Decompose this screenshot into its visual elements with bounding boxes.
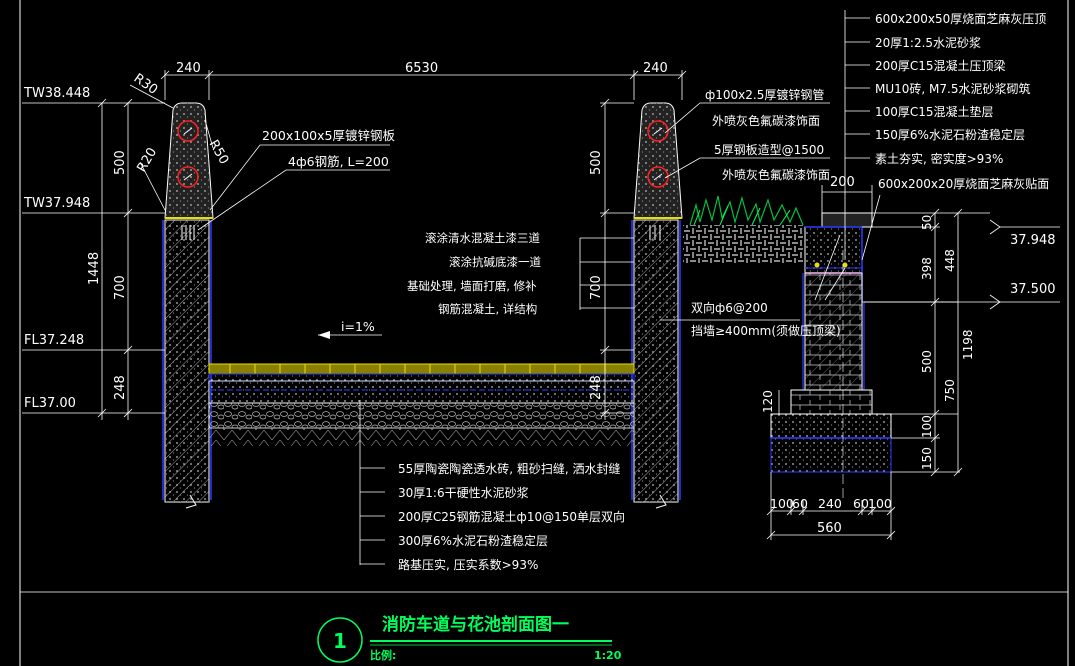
- planter-section: [683, 195, 1000, 500]
- rvdim-398: 398: [920, 257, 934, 280]
- vdim-left-500: 500: [113, 150, 128, 175]
- left-wall: [162, 102, 214, 509]
- title-scale: 1:20: [594, 649, 622, 662]
- right-elev-2: 37.500: [1010, 282, 1056, 297]
- note-plate: 200x100x5厚镀锌钢板: [262, 128, 395, 143]
- title-scale-label: 比例:: [370, 648, 396, 662]
- note-pipe: ф100x2.5厚镀锌钢管: [705, 87, 824, 102]
- road-layer-1: 30厚1:6干硬性水泥砂浆: [398, 485, 529, 500]
- vdim-left-248: 248: [113, 375, 128, 400]
- pipe-right-bottom: [647, 166, 669, 188]
- title-name: 消防车道与花池剖面图一: [382, 614, 569, 635]
- note-pipe-paint: 外喷灰色氟碳漆饰面: [712, 114, 820, 128]
- planter-layer-2: 200厚C15混凝土压顶梁: [875, 58, 1006, 73]
- dim-top-right: 240: [643, 61, 668, 76]
- elev-fl1: FL37.248: [24, 333, 84, 348]
- road-layer-0: 55厚陶瓷陶瓷透水砖, 粗砂扫缝, 洒水封缝: [398, 461, 621, 476]
- radius-r20: R20: [134, 145, 160, 175]
- elev-tw1: TW38.448: [23, 86, 90, 101]
- bdim-total: 560: [817, 521, 842, 536]
- rvdim-120: 120: [761, 390, 775, 413]
- road-layer-4: 路基压实, 压实系数>93%: [398, 557, 538, 572]
- planter-cap: 600x200x20厚烧面芝麻灰贴面: [878, 176, 1049, 191]
- note-steel-paint: 外喷灰色氟碳漆饰面: [722, 168, 830, 182]
- vdim-mid-248: 248: [589, 375, 604, 400]
- planter-layer-3: MU10砖, M7.5水泥砂浆砌筑: [875, 81, 1030, 96]
- leader-lines: [197, 10, 881, 565]
- pipe-left-bottom: [177, 166, 199, 188]
- planter-layer-5: 150厚6%水泥石粉渣稳定层: [875, 127, 1025, 142]
- slope-label: i=1%: [341, 319, 375, 334]
- vdim-left-1448: 1448: [87, 252, 102, 285]
- road-layer-3: 300厚6%水泥石粉渣稳定层: [398, 533, 548, 548]
- planter-layer-1: 20厚1:2.5水泥砂浆: [875, 35, 981, 50]
- dim-top-middle: 6530: [405, 61, 438, 76]
- road-section: [208, 363, 635, 446]
- rvdim-100: 100: [920, 415, 934, 438]
- wall-note-3: 钢筋混凝土, 详结构: [438, 302, 537, 316]
- pipe-right-top: [647, 120, 669, 142]
- note-rebar: 4ф6钢筋, L=200: [288, 154, 389, 169]
- title-block: 1 消防车道与花池剖面图一 比例: 1:20: [317, 614, 622, 663]
- vdim-mid-700: 700: [589, 275, 604, 300]
- rvdim-1198: 1198: [961, 329, 975, 360]
- rvdim-150: 150: [920, 447, 934, 470]
- right-wall: [631, 102, 683, 509]
- bdim-b: 60: [792, 496, 808, 511]
- bdim-c: 240: [818, 496, 842, 511]
- rvdim-448: 448: [943, 249, 957, 272]
- rvdim-750: 750: [943, 379, 957, 402]
- title-number-circle: [317, 617, 363, 663]
- bdim-e: 100: [868, 496, 892, 511]
- road-layer-2: 200厚C25钢筋混凝土ф10@150单层双向: [398, 509, 625, 524]
- vdim-left-700: 700: [113, 275, 128, 300]
- bdim-d: 60: [853, 496, 869, 511]
- drawing-frame: [19, 0, 1069, 666]
- pipe-left-top: [177, 120, 199, 142]
- elev-fl2: FL37.00: [24, 396, 76, 411]
- vdim-mid-500: 500: [589, 150, 604, 175]
- rvdim-50: 50: [920, 215, 934, 230]
- note-steel-plate: 5厚钢板造型@1500: [714, 143, 824, 157]
- rebar-retain: 挡墙≥400mm(须做压顶梁): [691, 323, 841, 338]
- planter-layer-4: 100厚C15混凝土垫层: [875, 104, 994, 119]
- right-elev-1: 37.948: [1010, 233, 1056, 248]
- wall-note-2: 基础处理, 墙面打磨, 修补: [407, 279, 537, 293]
- dimension-lines: [22, 70, 1060, 540]
- dim-top-left: 240: [176, 61, 201, 76]
- rebar-bidir: 双向ф6@200: [691, 300, 768, 315]
- slope-arrow: [318, 331, 382, 339]
- wall-note-1: 滚涂抗碱底漆一道: [449, 255, 541, 269]
- bdim-a: 100: [770, 496, 794, 511]
- title-number: 1: [333, 629, 347, 653]
- planter-top-dim: 200: [830, 175, 855, 190]
- planter-layer-0: 600x200x50厚烧面芝麻灰压顶: [875, 11, 1046, 26]
- radius-r30: R30: [131, 71, 161, 98]
- rvdim-500: 500: [920, 350, 934, 373]
- planter-layer-6: 素土夯实, 密实度>93%: [875, 151, 1003, 166]
- wall-note-0: 滚涂清水混凝土漆三道: [425, 231, 540, 245]
- elev-tw2: TW37.948: [23, 196, 90, 211]
